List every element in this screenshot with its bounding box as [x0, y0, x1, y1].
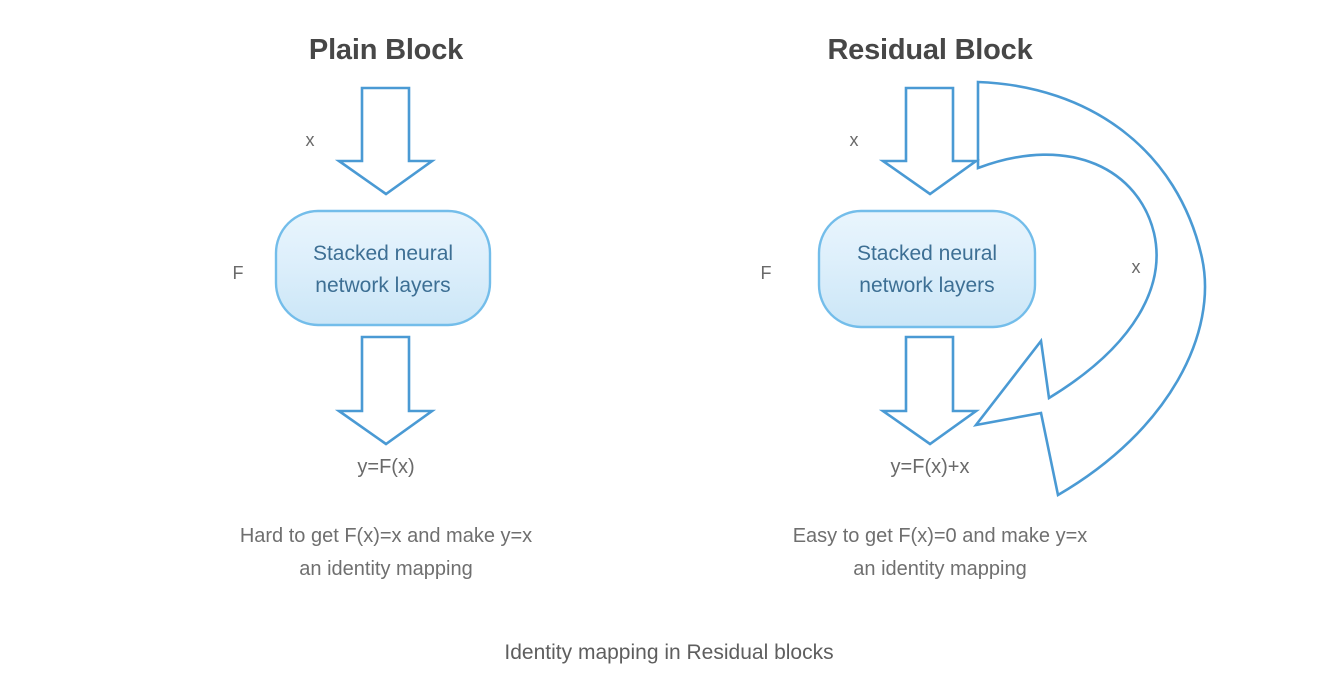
residual-output-arrow — [878, 335, 981, 446]
residual-caption-line1: Easy to get F(x)=0 and make y=x — [792, 525, 1088, 547]
residual-box-line2: network layers — [859, 274, 995, 297]
residual-box-line1: Stacked neural — [856, 242, 998, 265]
residual-block-title: Residual Block — [827, 34, 1033, 66]
residual-input-label: x — [849, 130, 859, 150]
plain-input-label: x — [305, 130, 315, 150]
residual-input-arrow — [878, 86, 981, 196]
plain-output-label: y=F(x) — [357, 456, 415, 478]
skip-connection-label: x — [1131, 257, 1141, 277]
plain-caption-line1: Hard to get F(x)=x and make y=x — [239, 525, 533, 547]
plain-box-line1: Stacked neural — [312, 242, 454, 265]
figure-caption: Identity mapping in Residual blocks — [504, 641, 834, 664]
residual-output-label: y=F(x)+x — [890, 456, 970, 478]
plain-output-arrow — [334, 335, 437, 446]
plain-input-arrow — [334, 86, 437, 196]
residual-caption-line2: an identity mapping — [853, 558, 1027, 580]
plain-caption-line2: an identity mapping — [299, 558, 473, 580]
plain-function-label: F — [232, 263, 244, 283]
plain-box-line2: network layers — [315, 274, 451, 297]
plain-block-title: Plain Block — [308, 34, 464, 66]
residual-function-label: F — [760, 263, 772, 283]
